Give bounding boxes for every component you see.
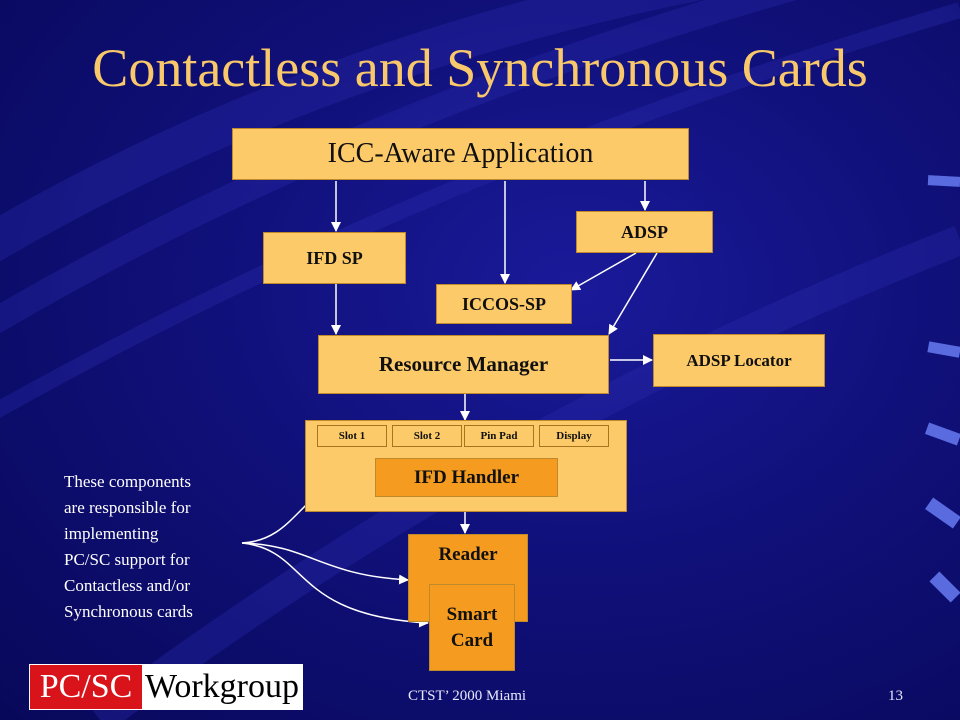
note-line: Contactless and/or xyxy=(64,576,191,595)
note-line: PC/SC support for xyxy=(64,550,190,569)
icc-aware-application-box: ICC-Aware Application xyxy=(232,128,689,180)
slide-title: Contactless and Synchronous Cards xyxy=(92,38,868,98)
ifd-handler-label: IFD Handler xyxy=(413,466,520,488)
slot-2-label: Slot 2 xyxy=(413,430,441,442)
resource-manager-label: Resource Manager xyxy=(378,352,549,376)
slot-2: Slot 2 xyxy=(392,425,462,447)
footer-event: CTST’ 2000 Miami xyxy=(408,688,527,704)
adsp-locator-box: ADSP Locator xyxy=(653,334,825,387)
note-line: Synchronous cards xyxy=(64,602,193,621)
smart-card-label-line2: Card xyxy=(450,629,494,651)
slot-display: Display xyxy=(539,425,609,447)
slot-display-label: Display xyxy=(556,430,592,442)
logo-workgroup-text: Workgroup xyxy=(142,665,302,709)
adsp-box: ADSP xyxy=(576,211,713,253)
slot-pin-pad: Pin Pad xyxy=(464,425,534,447)
pcsc-workgroup-logo: PC/SC Workgroup xyxy=(29,664,303,710)
page-number: 13 xyxy=(888,688,903,704)
note-line: are responsible for xyxy=(64,498,191,517)
smart-card-label-line1: Smart xyxy=(446,603,498,625)
ifd-sp-box: IFD SP xyxy=(263,232,406,284)
note-line: implementing xyxy=(64,524,159,543)
iccos-sp-box: ICCOS-SP xyxy=(436,284,572,324)
note-line: These components xyxy=(64,472,191,491)
reader-label: Reader xyxy=(438,544,498,565)
logo-pcsc-text: PC/SC xyxy=(30,665,142,709)
smart-card-box: Smart Card xyxy=(429,584,515,671)
components-note: These components are responsible for imp… xyxy=(64,469,244,625)
iccos-sp-label: ICCOS-SP xyxy=(461,293,546,314)
adsp-label: ADSP xyxy=(620,221,668,242)
ifd-handler-box: IFD Handler xyxy=(375,458,558,497)
slot-pin-pad-label: Pin Pad xyxy=(480,430,518,442)
slot-1-label: Slot 1 xyxy=(338,430,366,442)
icc-aware-application-label: ICC-Aware Application xyxy=(327,138,594,169)
resource-manager-box: Resource Manager xyxy=(318,335,609,394)
ifd-sp-label: IFD SP xyxy=(306,247,363,268)
slot-1: Slot 1 xyxy=(317,425,387,447)
adsp-locator-label: ADSP Locator xyxy=(686,350,792,370)
